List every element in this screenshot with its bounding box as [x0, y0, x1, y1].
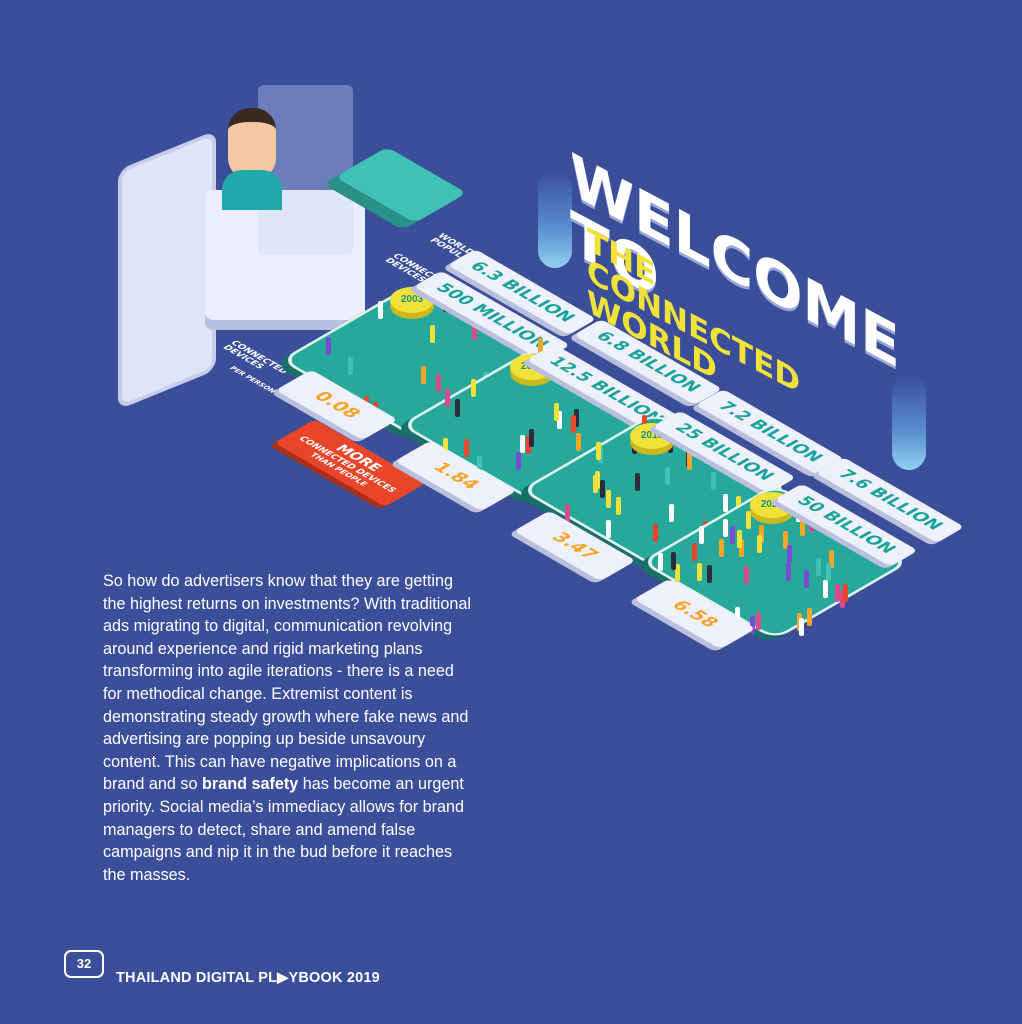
- page-number: 32: [64, 950, 104, 978]
- person-figure: [787, 545, 793, 564]
- person-figure: [746, 510, 752, 529]
- person-figure: [756, 535, 762, 554]
- person-figure: [719, 539, 725, 558]
- person-figure: [575, 433, 581, 452]
- person-figure: [605, 520, 611, 539]
- person-figure: [806, 607, 812, 626]
- person-figure: [594, 470, 600, 489]
- legend-devices-per-person: CONNECTED DEVICES: [219, 339, 290, 376]
- person-figure: [653, 524, 659, 543]
- person-body: [222, 170, 282, 210]
- person-figure: [634, 473, 640, 492]
- person-figure: [711, 471, 717, 490]
- person-figure: [686, 452, 692, 471]
- glass-screen: [258, 85, 353, 255]
- person-figure: [671, 552, 677, 571]
- person-figure: [809, 513, 815, 532]
- body-text-after: has become an urgent priority. Social me…: [103, 775, 465, 884]
- person-figure: [674, 563, 680, 582]
- person-figure: [442, 437, 448, 456]
- person-figure: [734, 606, 740, 625]
- person-figure: [574, 408, 580, 427]
- person-figure: [723, 518, 729, 537]
- person-figure: [822, 580, 828, 599]
- person-figure: [455, 398, 461, 417]
- person-figure: [723, 493, 729, 512]
- person-figure: [526, 435, 532, 454]
- person-figure: [529, 428, 535, 447]
- person-figure: [326, 337, 332, 356]
- person-figure: [599, 480, 605, 499]
- person-figure: [429, 325, 435, 343]
- person-figure: [664, 466, 670, 485]
- person-figure: [596, 442, 602, 461]
- desk-illustration: [205, 190, 365, 320]
- person-figure: [436, 374, 442, 393]
- person-figure: [553, 403, 559, 422]
- person-figure: [463, 438, 469, 457]
- person-figure: [668, 503, 674, 522]
- person-figure: [472, 322, 478, 341]
- person-figure: [377, 301, 383, 320]
- person-figure: [738, 538, 744, 557]
- person-figure: [538, 337, 544, 356]
- person-figure: [750, 615, 756, 634]
- person-figure: [736, 529, 742, 548]
- person-figure: [420, 365, 426, 384]
- person-figure: [798, 618, 804, 637]
- person-figure: [842, 583, 848, 602]
- person-figure: [691, 542, 697, 561]
- body-text-before: So how do advertisers know that they are…: [103, 572, 472, 794]
- publication-title: THAILAND DIGITAL PL▶YBOOK 2019: [116, 970, 380, 986]
- light-beam-1: [538, 170, 572, 268]
- person-head: [228, 108, 276, 180]
- person-figure: [667, 434, 673, 453]
- person-figure: [658, 552, 664, 571]
- light-beam-2: [892, 375, 926, 470]
- person-figure: [515, 452, 521, 471]
- person-figure: [605, 490, 611, 509]
- person-figure: [803, 569, 809, 588]
- person-figure: [730, 526, 736, 545]
- person-figure: [706, 564, 712, 583]
- body-paragraph: So how do advertisers know that they are…: [103, 570, 475, 886]
- person-figure: [782, 531, 788, 550]
- callout-line2: CONNECTED DEVICES: [295, 435, 399, 495]
- person-figure: [786, 563, 792, 582]
- person-figure: [616, 496, 622, 515]
- person-figure: [444, 388, 450, 407]
- person-figure: [800, 518, 806, 537]
- person-figure: [470, 379, 476, 398]
- person-figure: [477, 455, 483, 474]
- person-figure: [825, 562, 831, 581]
- person-figure: [828, 549, 834, 568]
- person-figure: [697, 563, 703, 581]
- phone-illustration: [118, 130, 216, 410]
- person-figure: [699, 526, 705, 545]
- body-text-bold: brand safety: [202, 775, 299, 794]
- person-figure: [816, 557, 822, 576]
- person-figure: [758, 525, 764, 544]
- person-figure: [835, 583, 841, 602]
- person-figure: [756, 611, 762, 630]
- person-figure: [557, 411, 563, 430]
- person-figure: [564, 504, 570, 523]
- person-figure: [839, 590, 845, 609]
- person-figure: [520, 435, 526, 454]
- person-figure: [570, 414, 576, 433]
- person-figure: [348, 357, 354, 376]
- person-figure: [743, 566, 749, 585]
